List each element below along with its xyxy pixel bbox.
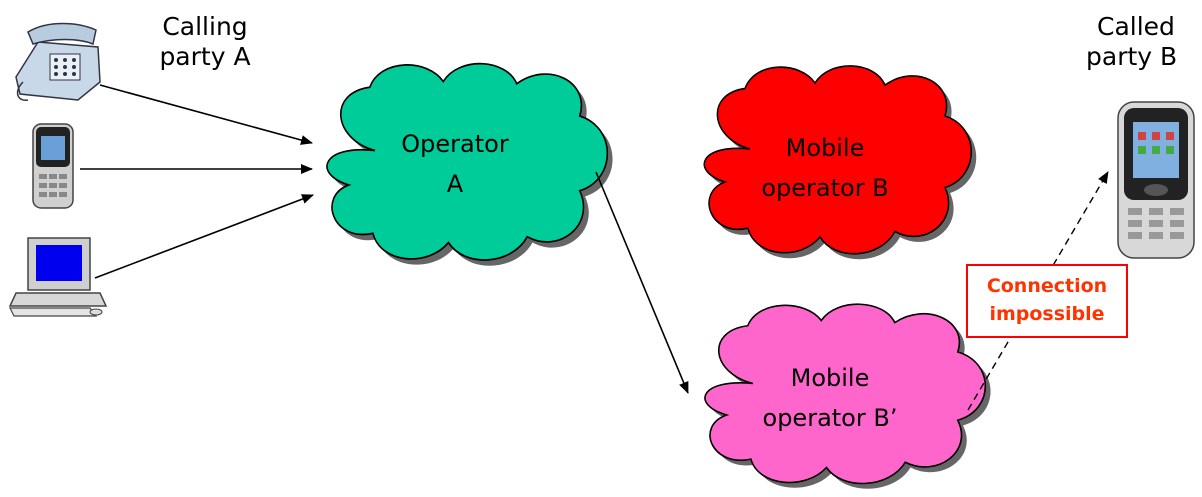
calling-party-label: Calling party A [140,12,270,72]
operator-a-line1: Operator [401,130,509,158]
warning-line1: Connection [986,275,1108,297]
called-mobile-phone-icon [1117,101,1195,259]
operator-a-line2: A [446,170,464,198]
arrow-computer-to-operator-a [94,194,314,279]
mobile-operator-b-prime-line1: Mobile [790,364,870,392]
called-party-label: Called party B [1082,12,1202,72]
called-party-line1: Called [1097,12,1175,41]
called-party-line2: party B [1086,42,1178,71]
mobile-operator-b-line2: operator B [761,174,889,202]
arrow-operator-a-to-b-prime [595,171,689,394]
mobile-operator-b-line1: Mobile [785,134,865,162]
mobile-operator-b-label: Mobile operator B [735,128,915,208]
mobile-operator-b-prime-label: Mobile operator B’ [740,358,920,438]
mobile-phone-icon [32,123,74,209]
operator-a-label: Operator A [375,124,535,204]
mobile-operator-b-prime-line2: operator B’ [762,404,898,432]
connection-impossible-warning: Connection impossible [966,264,1128,338]
calling-party-line2: party A [159,42,251,71]
desk-phone-icon [15,22,101,101]
warning-line2: impossible [989,303,1105,325]
desktop-computer-icon [8,237,108,317]
calling-party-line1: Calling [162,12,248,41]
arrow-desk-phone-to-operator-a [99,84,313,145]
